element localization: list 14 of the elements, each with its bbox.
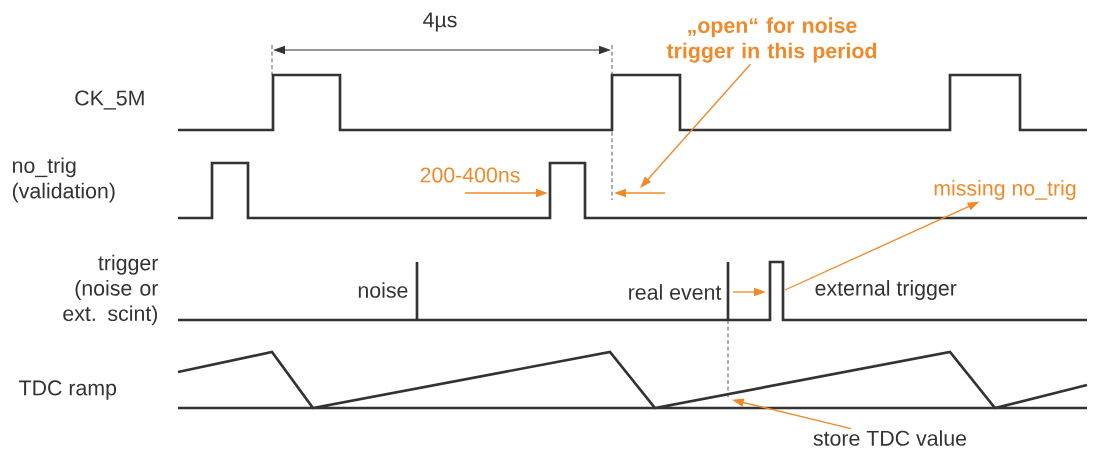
signal-label: no_trig (validation) (12, 157, 115, 203)
time-label: 4µs (423, 12, 457, 32)
ramp-waveform (176, 350, 1089, 410)
event-label: noise (358, 282, 408, 298)
time-label: 200-400ns (420, 167, 520, 183)
guide-line (611, 44, 613, 201)
annotation: „open“ for noise trigger in this period (666, 17, 877, 63)
event-label: external trigger (815, 280, 957, 300)
signal-label: CK_5M (75, 90, 144, 110)
event-label: real event (629, 284, 722, 300)
annotation: store TDC value (813, 430, 967, 446)
signal-label: TDC ramp (19, 380, 117, 400)
annotation: missing no_trig (934, 180, 1076, 200)
signal-label: trigger (noise or ext. scint) (63, 254, 159, 326)
